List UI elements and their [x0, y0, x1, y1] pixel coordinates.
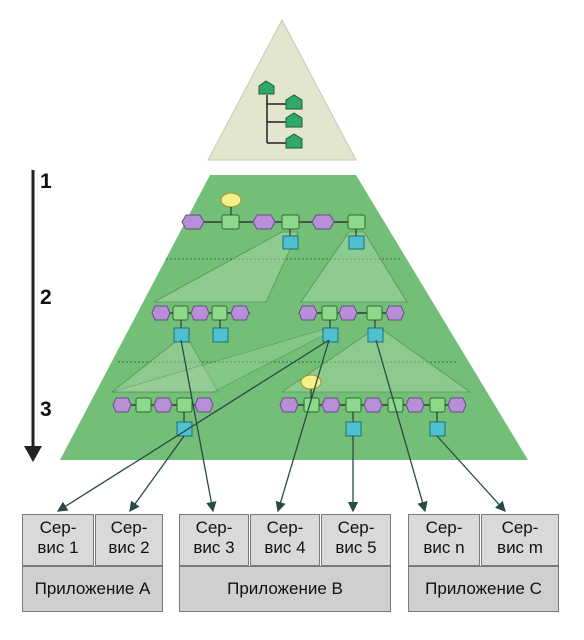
application-box: Приложение A: [22, 566, 163, 612]
tree-icon: [258, 80, 303, 149]
level-2-process-left: [151, 305, 250, 343]
level-1-process: [181, 192, 366, 250]
service-box: Сер- вис 2: [95, 514, 163, 566]
level-label-3: 3: [40, 398, 52, 421]
service-box: Сер- вис 1: [22, 514, 94, 566]
level-3-process-right: [279, 374, 467, 437]
service-box: Сер- вис 5: [321, 514, 391, 566]
level-2-process-right: [298, 305, 405, 343]
service-box: Сер- вис 4: [250, 514, 320, 566]
application-box: Приложение C: [408, 566, 559, 612]
top-triangle: [207, 18, 357, 161]
service-box: Сер- вис n: [408, 514, 480, 566]
service-box: Сер- вис 3: [179, 514, 249, 566]
level-label-1: 1: [40, 170, 52, 193]
level-label-2: 2: [40, 286, 52, 309]
level-3-process-left: [112, 397, 214, 437]
service-box: Сер- вис m: [481, 514, 559, 566]
service-mapping-arrows: [56, 339, 506, 513]
application-box: Приложение B: [179, 566, 391, 612]
